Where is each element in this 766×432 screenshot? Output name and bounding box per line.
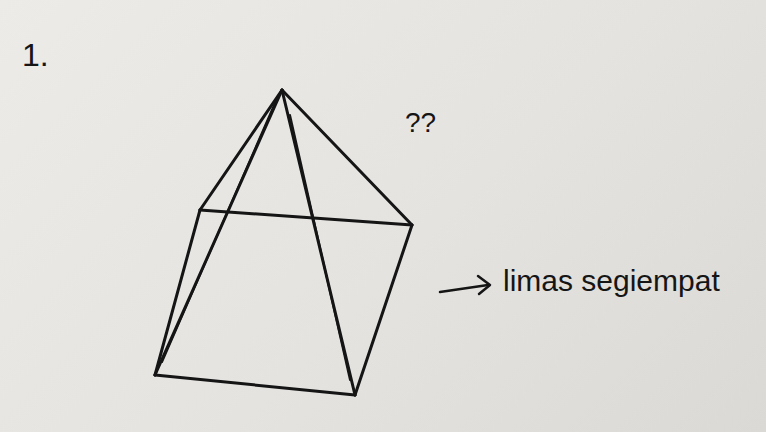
lateral-edge-sketch <box>290 115 350 380</box>
lateral-edge <box>282 90 355 395</box>
lateral-edge <box>155 90 282 375</box>
question-number: 1. <box>22 38 49 73</box>
shape-name-note: limas segiempat <box>503 264 720 297</box>
lateral-edge-sketch <box>162 96 278 362</box>
base-edge <box>155 375 355 395</box>
pointer-arrow-head <box>478 276 490 294</box>
base-edge <box>355 225 412 395</box>
base-edge <box>200 210 412 225</box>
question-mark-note: ?? <box>405 108 436 139</box>
lateral-edge <box>282 90 412 225</box>
lateral-edge <box>200 90 282 210</box>
